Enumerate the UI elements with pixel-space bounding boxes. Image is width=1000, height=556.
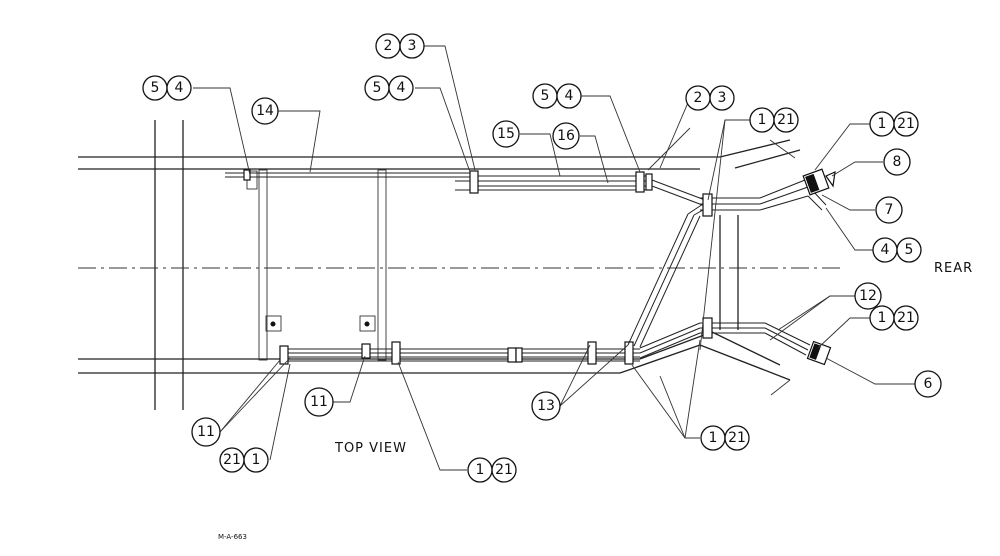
callout-5-4-mid: 5 4 (364, 75, 414, 101)
callout-num: 4 (175, 80, 184, 96)
cross-members (154, 120, 387, 410)
callout-5-4-right: 5 4 (532, 83, 582, 109)
callout-1-21-bottom-right: 1 21 (700, 425, 750, 451)
rear-label: REAR (934, 261, 973, 276)
callout-num: 14 (256, 103, 274, 119)
crossover-tubes (627, 203, 704, 348)
callout-13: 13 (531, 391, 561, 421)
cross-member-2 (377, 169, 387, 361)
callout-1-21-right: 1 21 (869, 305, 919, 331)
callout-num: 7 (885, 202, 894, 218)
callout-num: 11 (310, 394, 328, 410)
valve-lower (806, 340, 832, 366)
callout-1-21-top: 1 21 (749, 107, 799, 133)
callout-num: 2 (694, 90, 703, 106)
callout-num: 3 (408, 38, 417, 54)
drawing-code: M-A-663 (218, 533, 247, 541)
callout-num: 6 (924, 376, 933, 392)
callout-num: 1 (758, 112, 767, 128)
callout-4-5: 4 5 (872, 237, 922, 263)
callout-num: 1 (476, 462, 485, 478)
callout-16: 16 (552, 122, 580, 150)
callout-2-3-mid: 2 3 (375, 33, 425, 59)
cross-member-1 (258, 169, 268, 361)
callout-num: 1 (878, 310, 887, 326)
callout-num: 13 (537, 398, 555, 414)
callout-num: 8 (893, 154, 902, 170)
callout-num: 15 (497, 126, 515, 142)
callout-num: 16 (557, 128, 575, 144)
callout-11-mid: 11 (304, 387, 334, 417)
callout-num: 5 (373, 80, 382, 96)
upper-tube-bundle (225, 169, 827, 217)
mount-plate-2 (359, 315, 376, 332)
callout-num: 1 (878, 116, 887, 132)
callout-num: 5 (905, 242, 914, 258)
callout-num: 21 (728, 430, 746, 446)
valve-upper (802, 168, 836, 196)
callout-14: 14 (251, 97, 279, 125)
callout-num: 4 (881, 242, 890, 258)
mount-plate-1 (265, 315, 282, 332)
callout-num: 2 (384, 38, 393, 54)
callout-num: 21 (777, 112, 795, 128)
callout-11-left: 11 (191, 417, 221, 447)
callout-8: 8 (883, 148, 911, 176)
callout-num: 11 (197, 424, 215, 440)
callout-5-4-left: 5 4 (142, 75, 192, 101)
callout-1-21-top-right: 1 21 (869, 111, 919, 137)
callout-num: 21 (897, 310, 915, 326)
callout-num: 1 (709, 430, 718, 446)
callout-1-21-bottom-mid: 1 21 (467, 457, 517, 483)
callout-num: 1 (252, 452, 261, 468)
callout-num: 12 (859, 288, 877, 304)
callout-15: 15 (492, 120, 520, 148)
callout-6: 6 (914, 370, 942, 398)
view-label: TOP VIEW (334, 441, 407, 456)
callout-num: 4 (565, 88, 574, 104)
callout-num: 21 (897, 116, 915, 132)
frame-rails (78, 139, 801, 381)
callout-num: 21 (223, 452, 241, 468)
callout-num: 3 (718, 90, 727, 106)
callout-num: 4 (397, 80, 406, 96)
callout-num: 21 (495, 462, 513, 478)
callout-21-1: 21 1 (219, 447, 269, 473)
callout-2-3-right: 2 3 (685, 85, 735, 111)
callout-num: 5 (541, 88, 550, 104)
callout-7: 7 (875, 196, 903, 224)
callout-12: 12 (854, 282, 882, 310)
lower-tube-bundle (279, 317, 811, 365)
callout-num: 5 (151, 80, 160, 96)
